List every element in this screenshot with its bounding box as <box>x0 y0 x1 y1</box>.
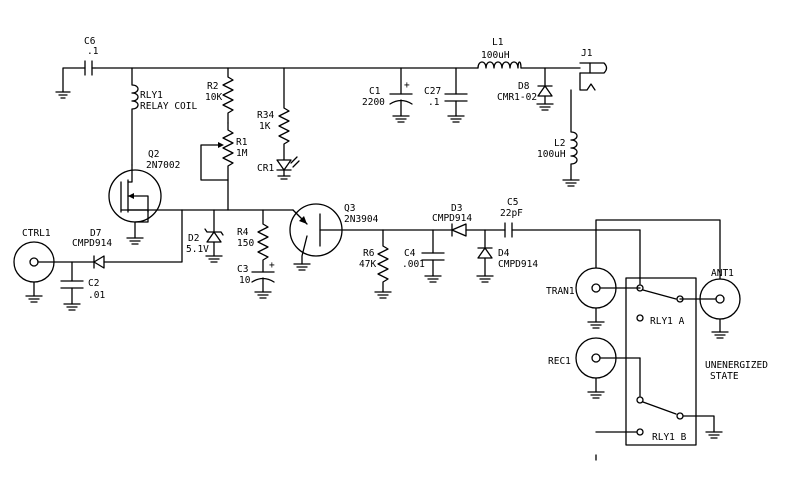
d4-ref: D4 <box>498 248 510 259</box>
c2-ref: C2 <box>88 278 99 289</box>
c6-ref: C6 <box>84 36 96 47</box>
c5-value: 22pF <box>500 208 523 219</box>
tran1-ref: TRAN1 <box>546 286 575 297</box>
l2-ref: L2 <box>554 138 565 149</box>
l2-value: 100uH <box>537 149 566 160</box>
c27-ref: C27 <box>424 86 441 97</box>
capacitor-c27: C27 .1 <box>424 67 468 123</box>
c3-plus: + <box>269 260 275 271</box>
resistor-r2: R2 10K <box>205 67 234 124</box>
c1-value: 2200 <box>362 97 385 108</box>
d7-ref: D7 <box>90 228 101 239</box>
l1-value: 100uH <box>481 50 510 61</box>
inductor-l1: L1 100uH <box>477 37 522 69</box>
capacitor-c2: C2 .01 <box>60 261 105 311</box>
connector-ctrl1: CTRL1 <box>13 228 55 303</box>
capacitor-c6: C6 .1 <box>55 36 99 99</box>
c6-value: .1 <box>87 46 99 57</box>
q2-value: 2N7002 <box>146 160 180 171</box>
d3-value: CMPD914 <box>432 213 472 224</box>
q3-value: 2N3904 <box>344 214 379 225</box>
capacitor-c3: + C3 10 <box>237 260 275 299</box>
tran-ant-link <box>595 219 721 280</box>
j1-ref: J1 <box>581 48 593 59</box>
d2-value: 5.1V <box>186 244 209 255</box>
r4-value: 150 <box>237 238 254 249</box>
resistor-r4: R4 150 <box>237 209 269 273</box>
c1-plus: + <box>404 80 410 91</box>
state-note-line1: UNENERGIZED <box>705 360 768 371</box>
q2-ref: Q2 <box>148 149 159 160</box>
resistor-r6: R6 47K <box>359 229 392 299</box>
resistor-r34: R34 1K <box>257 67 290 161</box>
diode-d7: D7 CMPD914 <box>37 209 183 269</box>
d2-ref: D2 <box>188 233 199 244</box>
r1-ref: R1 <box>236 137 248 148</box>
c4-ref: C4 <box>404 248 416 259</box>
r6-value: 47K <box>359 259 376 270</box>
capacitor-c4: C4 .001 <box>402 229 445 283</box>
c3-ref: C3 <box>237 264 248 275</box>
r1-value: 1M <box>236 148 248 159</box>
c5-ref: C5 <box>507 197 518 208</box>
cr1-ref: CR1 <box>257 163 274 174</box>
ctrl1-ref: CTRL1 <box>22 228 51 239</box>
mosfet-q2: Q2 2N7002 <box>108 149 183 245</box>
c3-value: 10 <box>239 275 251 286</box>
rly1a-ref: RLY1 A <box>650 316 685 327</box>
connector-rec1: REC1 <box>548 337 641 399</box>
relay-contacts-rly1: RLY1 A RLY1 B <box>595 229 723 446</box>
l1-ref: L1 <box>492 37 504 48</box>
r34-ref: R34 <box>257 110 274 121</box>
capacitor-c1: + C1 2200 <box>362 67 413 123</box>
ant1-ref: ANT1 <box>711 268 734 279</box>
connector-ant1: ANT1 <box>679 268 741 339</box>
d8-ref: D8 <box>518 81 530 92</box>
zener-d2: D2 5.1V <box>186 209 224 263</box>
state-note-line2: STATE <box>710 371 739 382</box>
potentiometer-r1: R1 1M <box>200 122 248 211</box>
r4-ref: R4 <box>237 227 249 238</box>
diode-d8: D8 CMR1-02 <box>497 67 554 111</box>
diode-d4: D4 CMPD914 <box>476 229 538 283</box>
diode-d3: D3 CMPD914 <box>432 203 472 237</box>
transistor-q3: Q3 2N3904 <box>289 203 384 271</box>
connector-tran1: TRAN1 <box>546 267 641 329</box>
r2-value: 10K <box>205 92 222 103</box>
d4-value: CMPD914 <box>498 259 538 270</box>
d3-ref: D3 <box>451 203 462 214</box>
c2-value: .01 <box>88 290 105 301</box>
d7-value: CMPD914 <box>72 238 112 249</box>
rly1-value: RELAY COIL <box>140 101 197 112</box>
r6-ref: R6 <box>363 248 375 259</box>
rec1-ref: REC1 <box>548 356 571 367</box>
r2-ref: R2 <box>207 81 218 92</box>
led-cr1: CR1 <box>257 156 300 180</box>
c27-value: .1 <box>428 97 440 108</box>
d8-value: CMR1-02 <box>497 92 537 103</box>
capacitor-c5: C5 22pF <box>500 197 523 238</box>
q3-ref: Q3 <box>344 203 355 214</box>
relay-coil-rly1: RLY1 RELAY COIL <box>131 67 197 166</box>
c4-value: .001 <box>402 259 425 270</box>
inductor-l2: L2 100uH <box>537 89 580 187</box>
r34-value: 1K <box>259 121 271 132</box>
rly1-ref: RLY1 <box>140 90 163 101</box>
rly1b-ref: RLY1 B <box>652 432 687 443</box>
jack-j1: J1 <box>579 48 608 91</box>
c1-ref: C1 <box>369 86 381 97</box>
